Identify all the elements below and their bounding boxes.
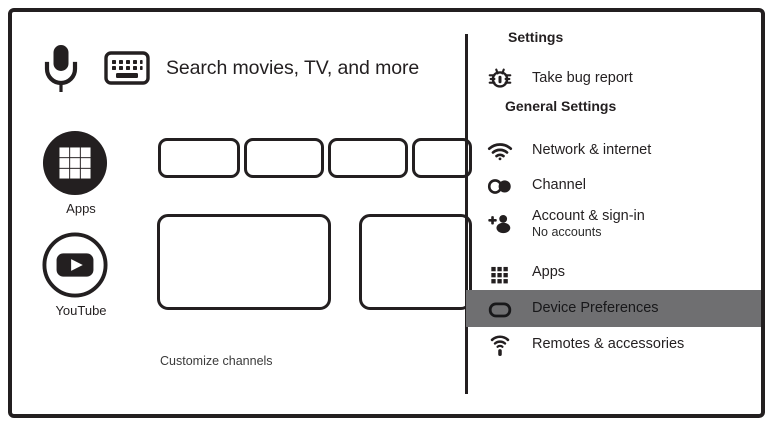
settings-item-apps[interactable]: Apps	[466, 254, 761, 291]
wifi-icon	[485, 136, 515, 166]
rail-item-apps[interactable]: Apps	[42, 130, 120, 216]
remote-signal-icon	[485, 330, 515, 360]
app-card[interactable]	[158, 138, 240, 178]
settings-item-label: Account & sign-in	[532, 207, 645, 224]
rail-item-youtube-label: YouTube	[55, 303, 107, 319]
settings-item-sublabel: No accounts	[532, 225, 602, 240]
search-bar[interactable]: Search movies, TV, and more	[40, 42, 419, 94]
device-frame: Search movies, TV, and more	[8, 8, 765, 418]
settings-item-label: Remotes & accessories	[532, 336, 685, 353]
settings-item-account-and-sign-in[interactable]: Account & sign-in No accounts	[466, 202, 761, 246]
youtube-icon	[42, 232, 120, 298]
rail-item-apps-label: Apps	[66, 201, 96, 216]
channel-card[interactable]	[157, 214, 331, 310]
settings-item-device-preferences[interactable]: Device Preferences	[466, 290, 761, 327]
customize-channels-label[interactable]: Customize channels	[160, 354, 273, 368]
microphone-icon[interactable]	[40, 42, 82, 94]
app-card[interactable]	[412, 138, 472, 178]
settings-item-take-bug-report[interactable]: Take bug report	[466, 60, 761, 97]
settings-item-label: Apps	[532, 264, 566, 281]
channel-card[interactable]	[359, 214, 472, 310]
device-rounded-icon	[485, 294, 515, 324]
keyboard-icon[interactable]	[104, 51, 150, 85]
home-pane: Search movies, TV, and more	[12, 12, 472, 414]
general-settings-heading: General Settings	[505, 98, 617, 114]
settings-item-network-and-internet[interactable]: Network & internet	[466, 132, 761, 169]
settings-item-remotes-and-accessories[interactable]: Remotes & accessories	[466, 326, 761, 363]
account-add-icon	[485, 209, 515, 239]
settings-heading: Settings	[508, 29, 564, 45]
settings-item-label: Take bug report	[532, 70, 633, 87]
settings-item-label: Device Preferences	[532, 300, 659, 317]
channel-icon	[485, 171, 515, 201]
settings-item-label: Network & internet	[532, 142, 652, 159]
settings-item-label: Channel	[532, 177, 587, 194]
pane-divider	[465, 34, 468, 394]
settings-pane: Settings General Settings	[466, 12, 761, 414]
apps-grid-icon	[485, 258, 515, 288]
search-placeholder-label: Search movies, TV, and more	[166, 56, 420, 79]
app-card[interactable]	[244, 138, 324, 178]
settings-item-channel[interactable]: Channel	[466, 167, 761, 204]
apps-grid-icon	[42, 130, 120, 196]
rail-item-youtube[interactable]: YouTube	[42, 232, 120, 318]
launcher-rail: Apps YouTube	[42, 130, 120, 335]
bug-icon	[485, 64, 515, 94]
app-card[interactable]	[328, 138, 408, 178]
